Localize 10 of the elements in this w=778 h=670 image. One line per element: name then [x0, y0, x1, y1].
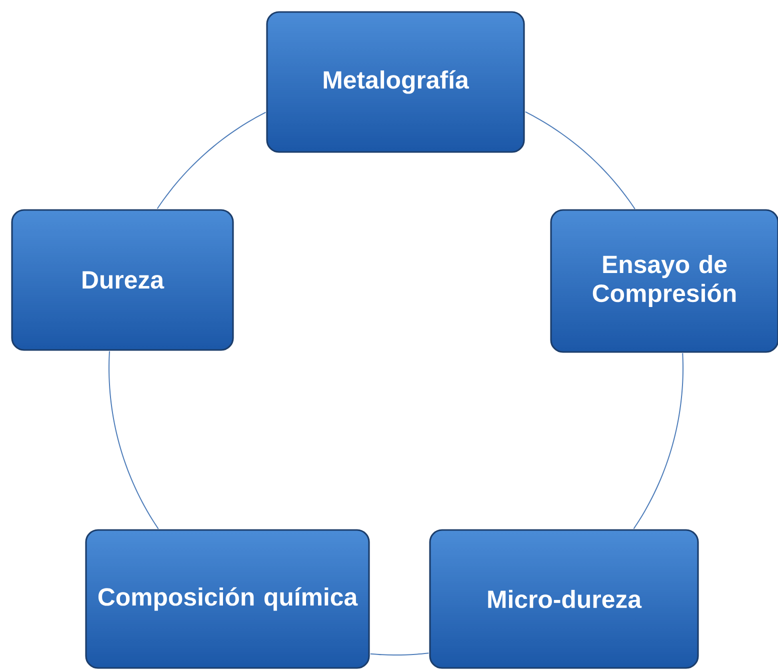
connector-arc: [156, 112, 266, 210]
process-box: Micro-dureza: [429, 529, 699, 669]
process-box: Metalografía: [266, 11, 525, 153]
process-box: Dureza: [11, 209, 234, 351]
process-box: Ensayo de Compresión: [550, 209, 778, 353]
process-box: Composición química: [85, 529, 370, 669]
connector-arc: [524, 111, 636, 210]
connector-arc: [633, 352, 684, 530]
connector-arc: [370, 652, 430, 656]
connector-arc: [108, 350, 159, 530]
